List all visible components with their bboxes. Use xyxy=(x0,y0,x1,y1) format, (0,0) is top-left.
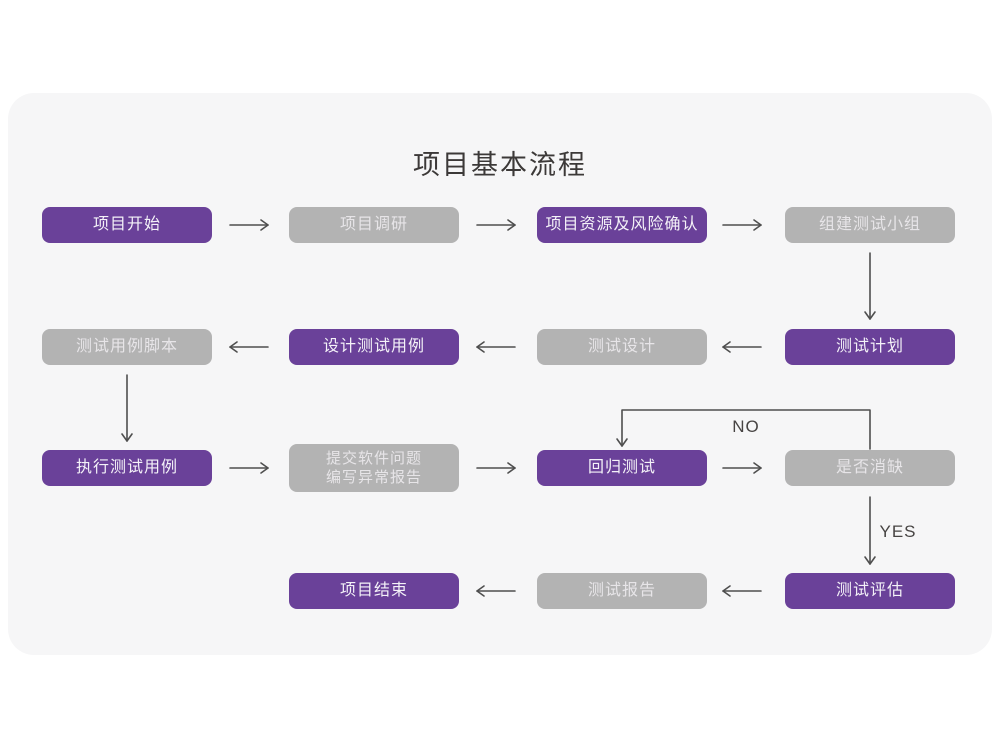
page-title: 项目基本流程 xyxy=(413,150,587,180)
node-project-research: 项目调研 xyxy=(289,207,459,243)
branch-label-yes: YES xyxy=(879,522,917,541)
node-build-test-team: 组建测试小组 xyxy=(785,207,955,243)
node-project-end: 项目结束 xyxy=(289,573,459,609)
node-project-start: 项目开始 xyxy=(42,207,212,243)
node-regression-test: 回归测试 xyxy=(537,450,707,486)
node-execute-test-case: 执行测试用例 xyxy=(42,450,212,486)
node-test-plan: 测试计划 xyxy=(785,329,955,365)
node-design-test-case: 设计测试用例 xyxy=(289,329,459,365)
node-submit-issue-report-line2: 编写异常报告 xyxy=(325,469,422,486)
node-test-report: 测试报告 xyxy=(537,573,707,609)
node-test-case-script: 测试用例脚本 xyxy=(42,329,212,365)
node-resources-risk-confirm: 项目资源及风险确认 xyxy=(537,207,707,243)
node-submit-issue-report: 提交软件问题 编写异常报告 xyxy=(289,444,459,492)
node-submit-issue-report-line1: 提交软件问题 xyxy=(325,449,422,467)
node-test-evaluation: 测试评估 xyxy=(785,573,955,609)
node-defect-cleared: 是否消缺 xyxy=(785,450,955,486)
branch-label-no: NO xyxy=(732,417,760,436)
flowchart-card xyxy=(8,93,992,655)
node-test-design: 测试设计 xyxy=(537,329,707,365)
